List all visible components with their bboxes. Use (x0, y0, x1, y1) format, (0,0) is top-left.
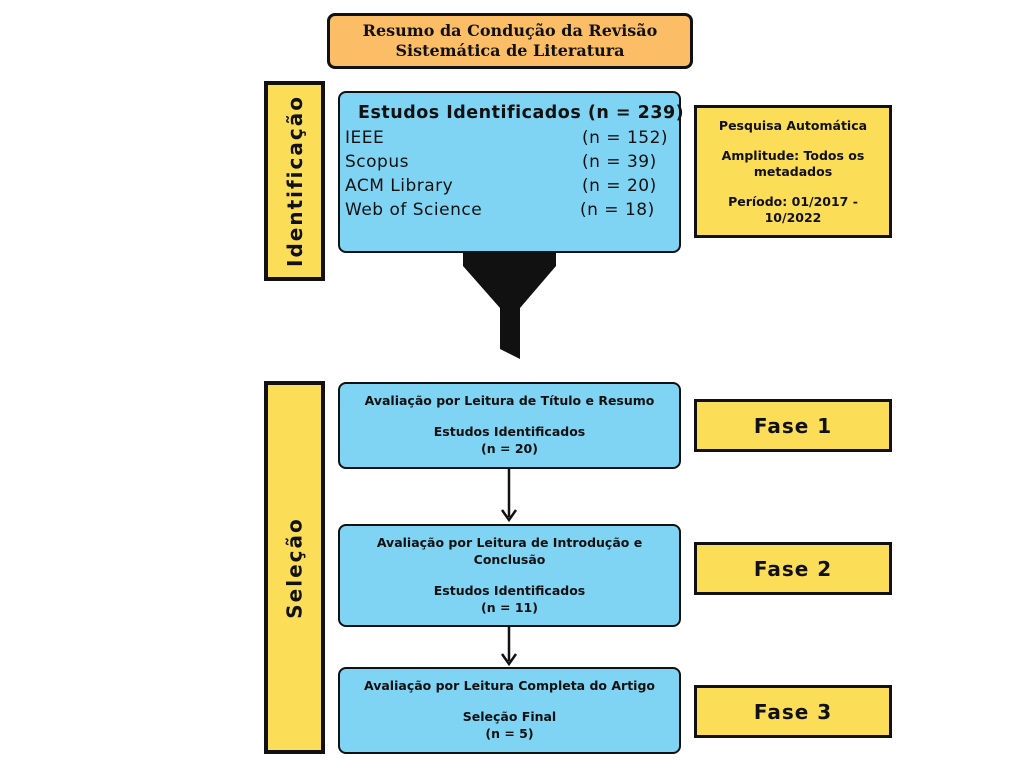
stage-3-box: Avaliação por Leitura Completa do Artigo… (338, 667, 681, 754)
stage-2-sub: Estudos Identificados (433, 583, 586, 598)
search-period-line-1: Período: 01/2017 - (728, 193, 858, 209)
search-info-box: Pesquisa Automática Amplitude: Todos os … (694, 105, 892, 238)
source-name-acm: ACM Library (345, 176, 454, 196)
phase-1-label: Fase 1 (753, 413, 833, 438)
identification-label: Identificação (264, 81, 325, 281)
search-scope-line-1: Amplitude: Todos os (721, 147, 865, 163)
arrow-phase2-to-phase3 (500, 627, 518, 667)
stage-1-heading: Avaliação por Leitura de Título e Resumo (364, 393, 655, 408)
source-count-acm: (n = 20) (582, 176, 657, 196)
stage-3-sub: Seleção Final (462, 709, 557, 724)
stage-2-heading-line-2: Conclusão (473, 552, 546, 567)
source-name-ieee: IEEE (345, 128, 385, 148)
source-count-ieee: (n = 152) (582, 128, 669, 148)
search-type: Pesquisa Automática (718, 117, 868, 133)
funnel-icon (463, 253, 556, 359)
search-scope-line-2: metadados (753, 163, 833, 179)
identified-studies-box: Estudos Identificados (n = 239) IEEE (n … (338, 91, 685, 253)
stage-1-sub: Estudos Identificados (433, 424, 586, 439)
phase-3-label: Fase 3 (753, 699, 833, 724)
phase-1-badge: Fase 1 (694, 399, 892, 452)
phase-2-label: Fase 2 (753, 556, 833, 581)
source-count-wos: (n = 18) (580, 200, 655, 220)
source-name-scopus: Scopus (345, 152, 409, 172)
title-line-2: Sistemática de Literatura (395, 41, 625, 60)
stage-2-heading-line-1: Avaliação por Leitura de Introdução e (376, 535, 643, 550)
source-name-wos: Web of Science (345, 200, 483, 220)
stage-3-heading: Avaliação por Leitura Completa do Artigo (364, 678, 655, 693)
stage-2-box: Avaliação por Leitura de Introdução e Co… (338, 524, 681, 627)
source-count-scopus: (n = 39) (582, 152, 657, 172)
diagram-title: Resumo da Condução da Revisão Sistemátic… (327, 13, 693, 69)
search-period-line-2: 10/2022 (764, 209, 822, 225)
selection-label-text: Seleção (282, 516, 307, 619)
stage-2-count: (n = 11) (481, 600, 538, 615)
title-line-1: Resumo da Condução da Revisão (362, 21, 658, 40)
stage-3-count: (n = 5) (485, 726, 534, 741)
selection-label: Seleção (264, 381, 325, 754)
stage-1-box: Avaliação por Leitura de Título e Resumo… (338, 382, 681, 469)
phase-3-badge: Fase 3 (694, 685, 892, 738)
stage-1-count: (n = 20) (481, 441, 538, 456)
arrow-phase1-to-phase2 (500, 469, 518, 523)
identified-studies-heading: Estudos Identificados (n = 239) (358, 103, 685, 123)
phase-2-badge: Fase 2 (694, 542, 892, 595)
